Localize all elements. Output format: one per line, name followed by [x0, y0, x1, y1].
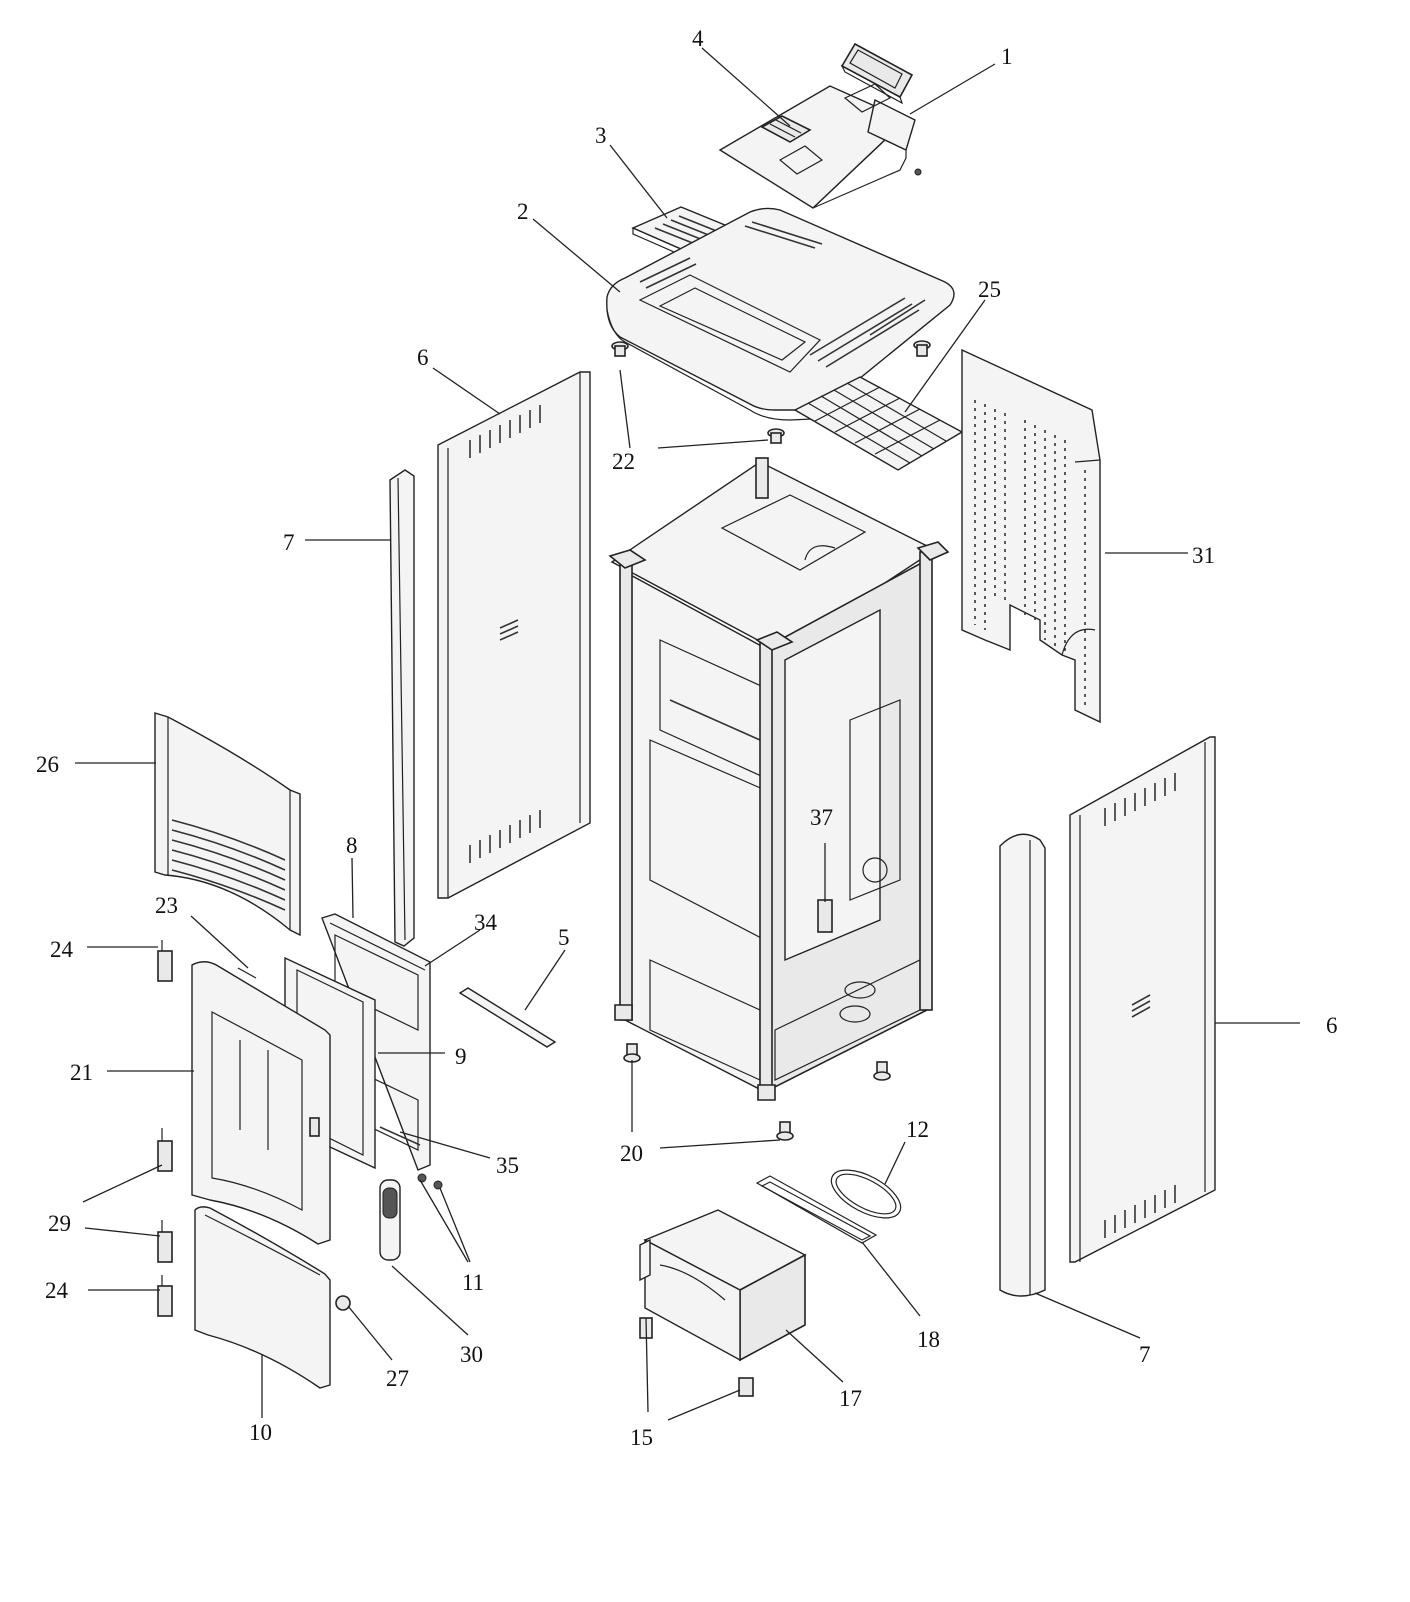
part-10-lower-front-panel	[194, 1206, 331, 1389]
part-5-bracket	[458, 987, 557, 1048]
callout-8: 8	[346, 833, 358, 858]
rear-panel-slots	[974, 400, 1086, 705]
callout-37: 37	[810, 805, 833, 830]
callout-labels: 1 2 3 4 5 6 6 7 7 8 9 10 11 12 15 17 18 …	[36, 26, 1338, 1450]
callout-25: 25	[978, 277, 1001, 302]
callout-12: 12	[906, 1117, 929, 1142]
part-23-door-gasket	[237, 967, 257, 979]
callout-10: 10	[249, 1420, 272, 1445]
callout-26: 26	[36, 752, 59, 777]
callout-29: 29	[48, 1211, 71, 1236]
part-2-top-cover	[606, 207, 955, 421]
part-6-right-side-panel	[1069, 736, 1216, 1263]
callout-23: 23	[155, 893, 178, 918]
stove-body-frame	[608, 457, 950, 1101]
part-18-drawer-gasket	[755, 1175, 878, 1244]
part-29-hinge	[157, 1128, 173, 1263]
callout-35: 35	[496, 1153, 519, 1178]
part-21-front-door	[191, 961, 331, 1245]
callout-11: 11	[462, 1270, 484, 1295]
callout-4: 4	[692, 26, 704, 51]
part-22-foot	[611, 340, 931, 444]
callout-2: 2	[517, 199, 529, 224]
callout-3: 3	[595, 123, 607, 148]
part-1-control-plate	[718, 83, 922, 209]
callout-27: 27	[386, 1366, 409, 1391]
part-37-sensor	[817, 899, 833, 933]
callout-20: 20	[620, 1141, 643, 1166]
callout-6-left: 6	[417, 345, 429, 370]
part-35-strip	[379, 1126, 421, 1146]
part-24-hinge	[157, 940, 173, 1317]
callout-18: 18	[917, 1327, 940, 1352]
callout-31: 31	[1192, 543, 1215, 568]
leader-lines	[75, 47, 1300, 1421]
part-12-oval-gasket	[830, 1169, 902, 1219]
part-31-rear-panel	[961, 348, 1101, 724]
part-26-upper-front-grille	[154, 712, 301, 937]
callout-30: 30	[460, 1342, 483, 1367]
part-7-right-corner-profile	[999, 833, 1046, 1297]
callout-24-top: 24	[50, 937, 74, 962]
callout-7-right: 7	[1139, 1342, 1151, 1367]
part-27-knob	[335, 1295, 351, 1311]
callout-22: 22	[612, 449, 635, 474]
callout-6-right: 6	[1326, 1013, 1338, 1038]
callout-1: 1	[1001, 44, 1013, 69]
callout-17: 17	[839, 1386, 862, 1411]
part-30-door-handle	[379, 1179, 401, 1261]
callout-21: 21	[70, 1060, 93, 1085]
part-11-screws	[417, 1173, 443, 1190]
part-34-door-frame	[321, 913, 431, 1171]
part-4-vent-grille	[760, 115, 812, 143]
part-7-left-corner-profile	[389, 469, 415, 947]
callout-7-left: 7	[283, 530, 295, 555]
control-display-icon	[840, 42, 914, 105]
part-20-foot	[623, 1043, 891, 1141]
callout-9: 9	[455, 1044, 467, 1069]
part-17-ash-drawer	[639, 1209, 807, 1362]
callout-5: 5	[558, 925, 570, 950]
callout-15: 15	[630, 1425, 653, 1450]
callout-34: 34	[474, 910, 498, 935]
callout-24-bottom: 24	[45, 1278, 69, 1303]
part-6-left-side-panel	[437, 371, 591, 899]
